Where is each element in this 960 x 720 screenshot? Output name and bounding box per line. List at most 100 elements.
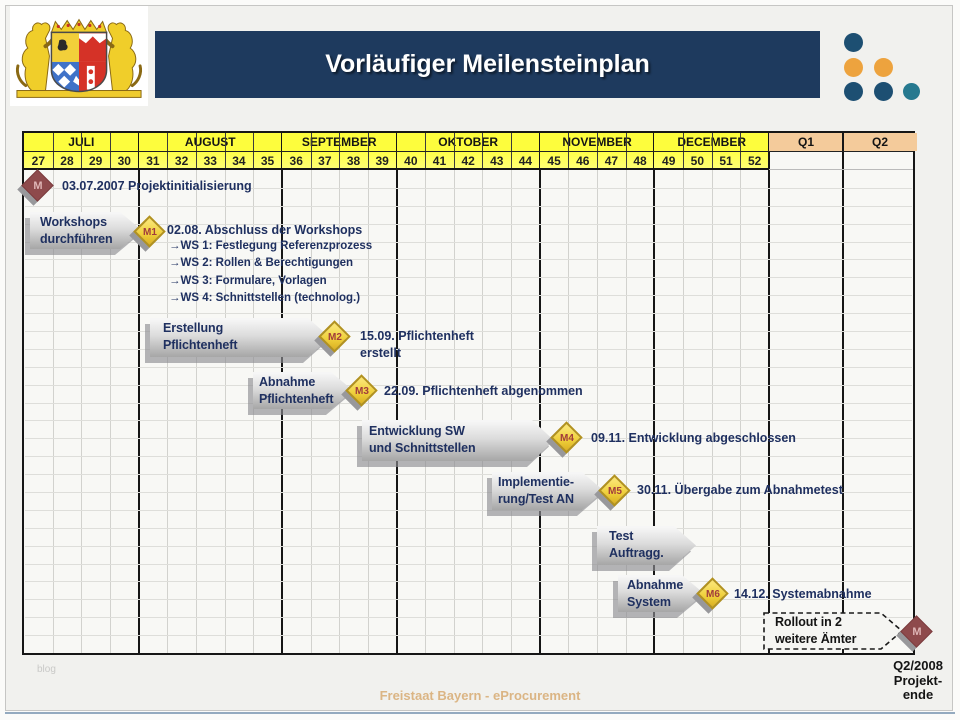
milestone-label: 02.08. Abschluss der Workshops bbox=[167, 223, 363, 237]
week-gridline bbox=[109, 170, 111, 653]
milestone-M2: M2 bbox=[314, 320, 352, 357]
decor-dot bbox=[844, 82, 863, 101]
task-arrow bbox=[253, 372, 353, 409]
grid-hline bbox=[25, 366, 912, 368]
week-gridline bbox=[167, 170, 169, 653]
task-implementierung-test-an: Implementie- rung/Test AN bbox=[492, 472, 604, 510]
week-header-27: 27 bbox=[24, 151, 53, 170]
footer-text: Freistaat Bayern - eProcurement bbox=[379, 688, 581, 703]
task-label: Abnahme System bbox=[618, 575, 704, 611]
month-boundary-line bbox=[395, 133, 398, 653]
grid-hline bbox=[25, 635, 912, 637]
week-header-46: 46 bbox=[568, 151, 598, 170]
rollout-dashed-arrow bbox=[763, 612, 904, 650]
task-label-line1: Workshops bbox=[40, 215, 107, 229]
week-header-52: 52 bbox=[740, 151, 769, 170]
milestone-detail-item: →WS 4: Schnittstellen (technolog.) bbox=[169, 292, 361, 305]
milestone-M4: M4 bbox=[546, 421, 584, 458]
grid-hline bbox=[25, 348, 912, 350]
task-arrow bbox=[150, 318, 330, 357]
week-header-42: 42 bbox=[453, 151, 483, 170]
milestone-id: M6 bbox=[706, 588, 720, 600]
week-header-48: 48 bbox=[625, 151, 655, 170]
milestone-M-end: M bbox=[896, 615, 934, 652]
grid-hline bbox=[25, 241, 912, 243]
milestone-id: M4 bbox=[560, 432, 574, 444]
month-header-september: SEPTEMBER bbox=[281, 133, 397, 151]
quarter-header-q1: Q1 bbox=[769, 133, 843, 151]
milestone-label: 09.11. Entwicklung abgeschlossen bbox=[591, 431, 796, 445]
header-divider bbox=[24, 151, 913, 152]
project-end-line1: Q2/2008 bbox=[893, 658, 943, 673]
task-arrow bbox=[30, 212, 142, 249]
grid-hline bbox=[25, 474, 912, 476]
week-gridline bbox=[711, 170, 713, 653]
quarter-boundary-line bbox=[842, 133, 844, 653]
decor-dot bbox=[844, 33, 863, 52]
milestone-details: →WS 1: Festlegung Referenzprozess →WS 2:… bbox=[169, 238, 372, 308]
milestone-label: 22.09. Pflichtenheft abgenommen bbox=[384, 384, 583, 398]
grid-hline bbox=[25, 205, 912, 207]
milestone-id: M3 bbox=[355, 385, 369, 397]
week-gridline bbox=[52, 170, 54, 653]
task-erstellung-pflichtenheft: Erstellung Pflichtenheft bbox=[150, 318, 330, 357]
month-header-december: DECEMBER bbox=[654, 133, 769, 151]
milestone-M3: M3 bbox=[341, 374, 379, 411]
month-boundary-line bbox=[538, 133, 541, 653]
task-label-line2: durchführen bbox=[40, 232, 113, 246]
milestone-detail-item: →WS 3: Formulare, Vorlagen bbox=[169, 274, 327, 287]
task-label-line2: weitere Ämter bbox=[775, 632, 857, 646]
grid-hline bbox=[25, 509, 912, 511]
week-header-45: 45 bbox=[539, 151, 569, 170]
milestone-id: M2 bbox=[328, 331, 342, 343]
month-boundary-line bbox=[653, 133, 656, 653]
week-header-29: 29 bbox=[81, 151, 110, 170]
milestone-id: M bbox=[33, 180, 43, 192]
week-gridline bbox=[453, 170, 455, 653]
month-header-oktober: OKTOBER bbox=[396, 133, 540, 151]
grid-hline bbox=[25, 259, 912, 261]
task-entwicklung-sw: Entwicklung SW und Schnittstellen bbox=[362, 420, 554, 461]
decor-dot bbox=[874, 58, 893, 77]
task-label-line2: Auftragg. bbox=[609, 546, 664, 560]
bottom-rule bbox=[5, 712, 955, 714]
grid-hline bbox=[25, 295, 912, 297]
grid-hline bbox=[25, 331, 912, 332]
month-boundary-line bbox=[137, 133, 140, 653]
week-header-50: 50 bbox=[683, 151, 712, 170]
week-header-39: 39 bbox=[367, 151, 397, 170]
week-gridline bbox=[568, 170, 570, 653]
week-header-49: 49 bbox=[654, 151, 684, 170]
quarter-header-q2: Q2 bbox=[843, 133, 917, 151]
task-label-line2: System bbox=[627, 595, 671, 609]
task-label-line1: Implementie- bbox=[498, 475, 574, 489]
week-gridline bbox=[195, 170, 197, 653]
task-label: Abnahme Pflichtenheft bbox=[253, 372, 353, 408]
week-gridline bbox=[224, 170, 226, 653]
decor-dot bbox=[903, 83, 920, 100]
week-header-30: 30 bbox=[109, 151, 139, 170]
header-bottom-line bbox=[24, 168, 769, 170]
task-label-line2: Pflichtenheft bbox=[259, 392, 334, 406]
task-label-line1: Abnahme bbox=[627, 578, 684, 592]
task-label: Erstellung Pflichtenheft bbox=[150, 318, 330, 354]
week-gridline bbox=[367, 170, 369, 653]
grid-hline bbox=[25, 187, 912, 189]
week-gridline bbox=[482, 170, 484, 653]
grid-hline bbox=[25, 599, 912, 601]
task-label-line1: Entwicklung SW bbox=[369, 424, 465, 438]
task-label: Workshops durchführen bbox=[30, 212, 142, 248]
project-end-line2: Projekt- bbox=[893, 672, 943, 688]
milestone-label: 30.11. Übergabe zum Abnahmetest bbox=[637, 483, 843, 497]
grid-hline bbox=[25, 223, 912, 225]
week-gridline bbox=[81, 170, 83, 653]
week-gridline bbox=[425, 170, 427, 653]
week-header-33: 33 bbox=[195, 151, 225, 170]
task-label-line2: rung/Test AN bbox=[498, 492, 574, 506]
week-header-38: 38 bbox=[339, 151, 368, 170]
milestone-M5: M5 bbox=[594, 474, 632, 511]
grid-hline bbox=[25, 313, 912, 315]
grid-hline bbox=[25, 384, 912, 386]
milestone-detail-item: →WS 1: Festlegung Referenzprozess bbox=[169, 240, 373, 252]
task-label-line1: Abnahme bbox=[259, 375, 316, 389]
